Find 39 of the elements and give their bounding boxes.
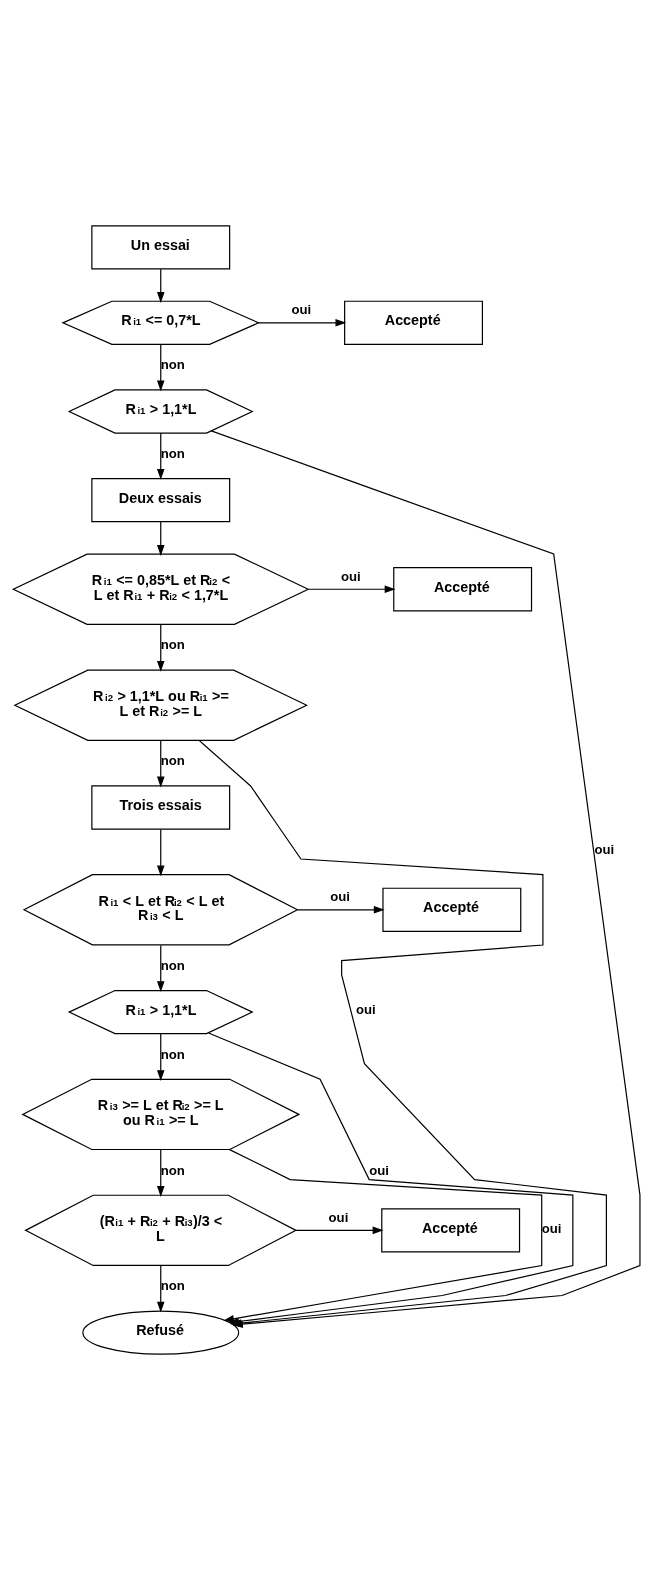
edge-label: non: [160, 957, 185, 973]
node-box: Accepté: [393, 566, 533, 611]
node-box: Deux essais: [91, 477, 231, 522]
edge-label: non: [160, 1046, 185, 1062]
edge-label: non: [160, 356, 185, 372]
edge-label: non: [160, 445, 185, 461]
edge-label: oui: [291, 301, 312, 317]
edge-label: non: [160, 1277, 185, 1293]
arrow: [308, 584, 396, 593]
node-box: Accepté: [382, 887, 522, 932]
arrow: [295, 1226, 384, 1234]
arrow: [297, 905, 385, 914]
arrow: [156, 944, 165, 992]
edge-label: oui: [328, 1209, 349, 1225]
edge-label: oui: [369, 1162, 389, 1178]
arrow: [156, 432, 165, 480]
arrow: [258, 318, 347, 327]
edge-label: oui: [330, 888, 350, 904]
arrow: [156, 1032, 165, 1081]
edge-label: non: [160, 1162, 185, 1178]
node-box: Accepté: [344, 300, 483, 345]
arrow: [156, 623, 165, 672]
arrow: [156, 1264, 165, 1313]
edge-label: oui: [541, 1220, 562, 1236]
arrow: [223, 1148, 543, 1323]
edge-label: oui: [356, 1001, 376, 1017]
edge-label: non: [160, 752, 185, 768]
arrow: [156, 1148, 165, 1197]
node-box: Un essai: [91, 224, 231, 270]
arrow: [156, 739, 165, 787]
arrow: [156, 268, 165, 303]
edge-label: non: [160, 636, 185, 652]
node-box: Accepté: [381, 1207, 521, 1252]
arrow: [156, 343, 165, 391]
node-box: Trois essais: [91, 784, 231, 830]
arrow: [156, 520, 165, 556]
edge-label: oui: [594, 841, 615, 857]
arrow: [156, 828, 165, 876]
edge-label: oui: [340, 568, 361, 584]
